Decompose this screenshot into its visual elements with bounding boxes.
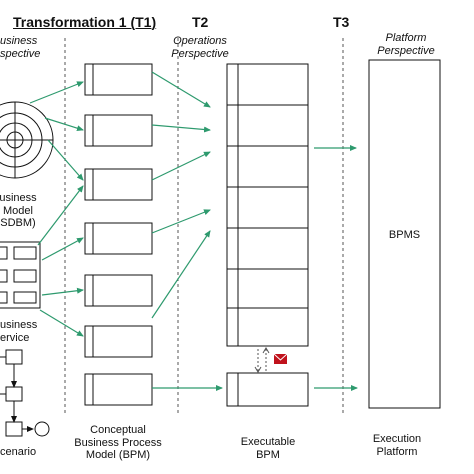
bpms-label: BPMS	[388, 229, 421, 241]
scenario-label: cenario	[0, 446, 37, 458]
conceptual-bpm-boxes	[84, 63, 153, 406]
conceptual-box-3	[84, 168, 153, 201]
scenario-flow-icon	[0, 349, 50, 437]
header-t1: Transformation 1 (T1)	[13, 14, 157, 30]
dashed-link	[257, 349, 267, 371]
conceptual-box-7	[84, 373, 153, 406]
sdbm-grid-icon	[0, 241, 41, 309]
conceptual-box-6	[84, 325, 153, 358]
bpms-box	[368, 59, 441, 409]
operations-perspective-label: Operations Perspective	[171, 35, 229, 60]
conceptual-box-4	[84, 222, 153, 255]
executable-bpm-box	[226, 372, 309, 407]
execution-platform-label: Execution Platform	[372, 433, 422, 458]
platform-perspective-label: Platform Perspective	[377, 32, 435, 57]
sdbm-target-icon	[0, 101, 54, 179]
conceptual-box-5	[84, 274, 153, 307]
header-t3: T3	[333, 14, 350, 30]
conceptual-box-2	[84, 114, 153, 147]
executable-bpm-label: Executable BPM	[240, 436, 296, 461]
business-perspective-label: usiness spective	[0, 35, 41, 60]
conceptual-bpm-label: Conceptual Business Process Model (BPM)	[74, 424, 162, 462]
green-arrows	[29, 71, 358, 391]
sdbm-label: usiness Model SDBM)	[0, 192, 37, 230]
envelope-icon	[273, 353, 288, 364]
executable-bpm-column	[226, 63, 309, 347]
conceptual-box-1	[84, 63, 153, 96]
header-t2: T2	[192, 14, 209, 30]
business-service-label: usiness ervice	[0, 319, 38, 344]
